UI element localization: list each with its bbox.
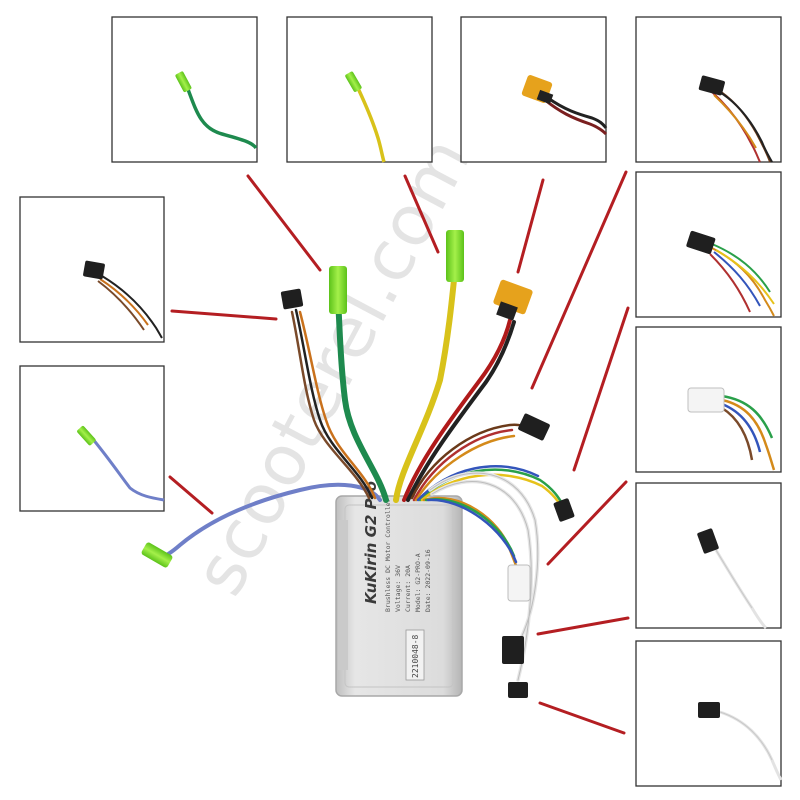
spec-line-2: Voltage: 36V: [394, 565, 402, 612]
main-black-small-connector: [280, 288, 304, 310]
main-yellow-terminal: [446, 230, 464, 282]
serial-sticker: 2210048-8: [411, 634, 420, 678]
thumb-blue-terminal: [19, 365, 165, 512]
thumb-black-6pin: [635, 16, 782, 163]
wire-bundle: [158, 267, 567, 682]
thumb-yellow-terminal: [286, 16, 433, 163]
main-green-terminal: [329, 266, 347, 314]
thumb-black-multi-connector: [635, 171, 782, 318]
thumb-xt-connector: [460, 16, 608, 163]
controller-housing: KuKirin G2 Pro Brushless DC Motor Contro…: [335, 481, 463, 697]
thumb-white-connector: [635, 326, 782, 473]
main-white-connector: [507, 564, 531, 602]
main-blue-terminal: [141, 542, 173, 568]
thumb-black-3pin-white-cable: [635, 640, 783, 787]
thumb-black-small-connector: [19, 196, 165, 343]
main-black-6pin: [518, 413, 550, 441]
main-xt-connector: [493, 279, 533, 321]
spec-line-3: Current: 20A: [404, 565, 412, 612]
main-black-2pin: [502, 636, 524, 664]
thumb-green-terminal: [111, 16, 258, 163]
pointer-lines: [168, 170, 630, 735]
spec-line-4: Model: G2-PRO-A: [414, 553, 422, 612]
main-black-3pin: [508, 682, 528, 698]
spec-line-1: Brushless DC Motor Controller: [384, 498, 392, 612]
spec-line-5: Date: 2022-09-16: [424, 549, 432, 612]
main-black-multi-connector: [553, 498, 575, 522]
thumb-black-2pin-white-cable: [635, 482, 782, 630]
controller-brand-label: KuKirin G2 Pro: [362, 481, 380, 604]
